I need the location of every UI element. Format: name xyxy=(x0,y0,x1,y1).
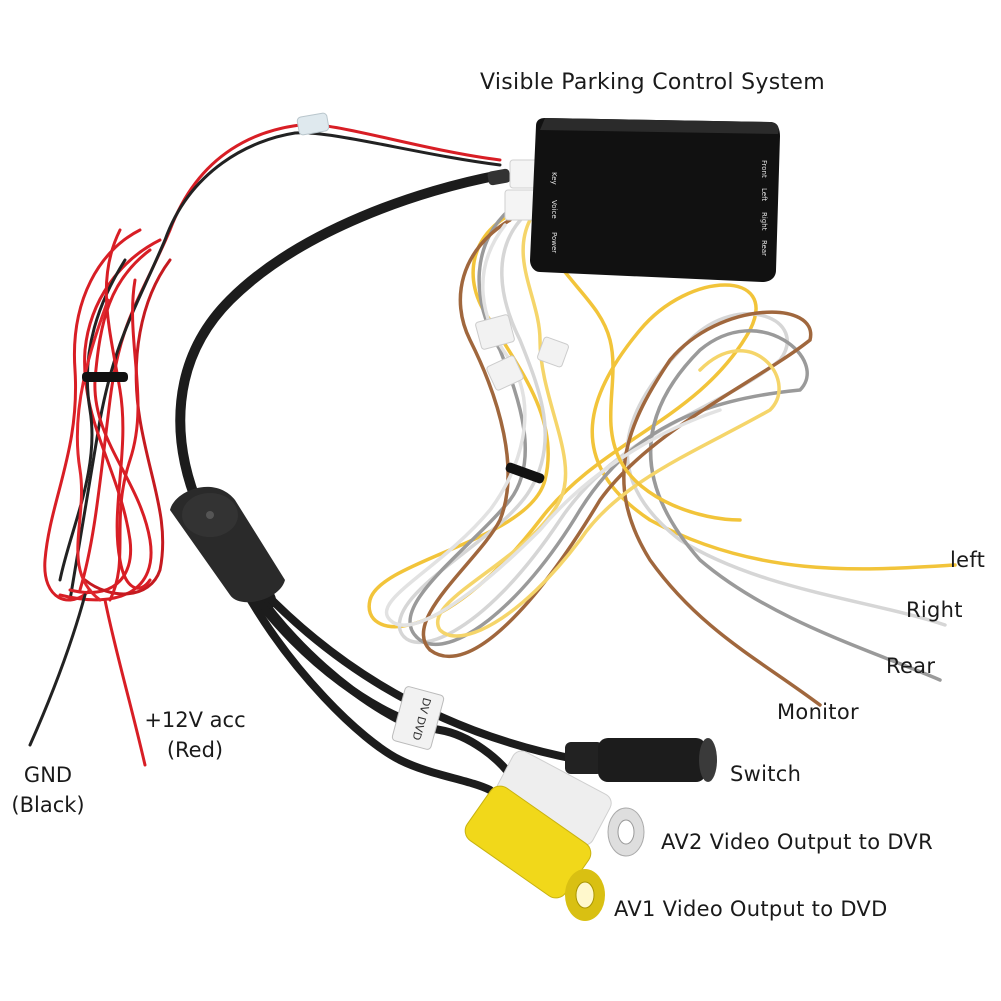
switch-label: Switch xyxy=(730,762,802,786)
wire-tags xyxy=(475,314,569,391)
rear-wire-label: Rear xyxy=(886,654,936,678)
box-label-right: Right xyxy=(760,212,768,231)
av2-rca-connector xyxy=(494,750,645,857)
power-wire-bundle xyxy=(28,122,502,767)
monitor-wire-label: Monitor xyxy=(777,700,859,724)
dvd-tag: DV DVD xyxy=(391,686,445,750)
control-box: Key Voice Power Front Left Right Rear xyxy=(530,118,780,282)
box-label-power: Power xyxy=(550,232,558,253)
cable-splitter xyxy=(170,486,285,603)
title-label: Visible Parking Control System xyxy=(480,70,825,95)
gnd-label-line2: (Black) xyxy=(11,793,85,817)
box-label-voice: Voice xyxy=(550,200,558,219)
box-label-front: Front xyxy=(760,160,768,178)
av2-label: AV2 Video Output to DVR xyxy=(661,830,933,854)
box-label-key: Key xyxy=(550,172,558,185)
gnd-label-line1: GND xyxy=(23,763,73,787)
acc-label-line2: (Red) xyxy=(166,738,224,762)
gnd-label: GND (Black) xyxy=(0,760,96,820)
acc-label: +12V acc (Red) xyxy=(135,705,255,765)
box-label-rear: Rear xyxy=(760,240,768,256)
acc-label-line1: +12V acc xyxy=(144,708,246,732)
switch-connector xyxy=(565,738,717,782)
signal-wire-bundle xyxy=(367,203,957,707)
av1-rca-connector xyxy=(464,785,605,921)
left-wire-label: left xyxy=(950,548,986,572)
right-wire-label: Right xyxy=(906,598,963,622)
box-label-left: Left xyxy=(760,188,768,201)
av1-label: AV1 Video Output to DVD xyxy=(614,897,888,921)
box-connector xyxy=(296,112,542,221)
